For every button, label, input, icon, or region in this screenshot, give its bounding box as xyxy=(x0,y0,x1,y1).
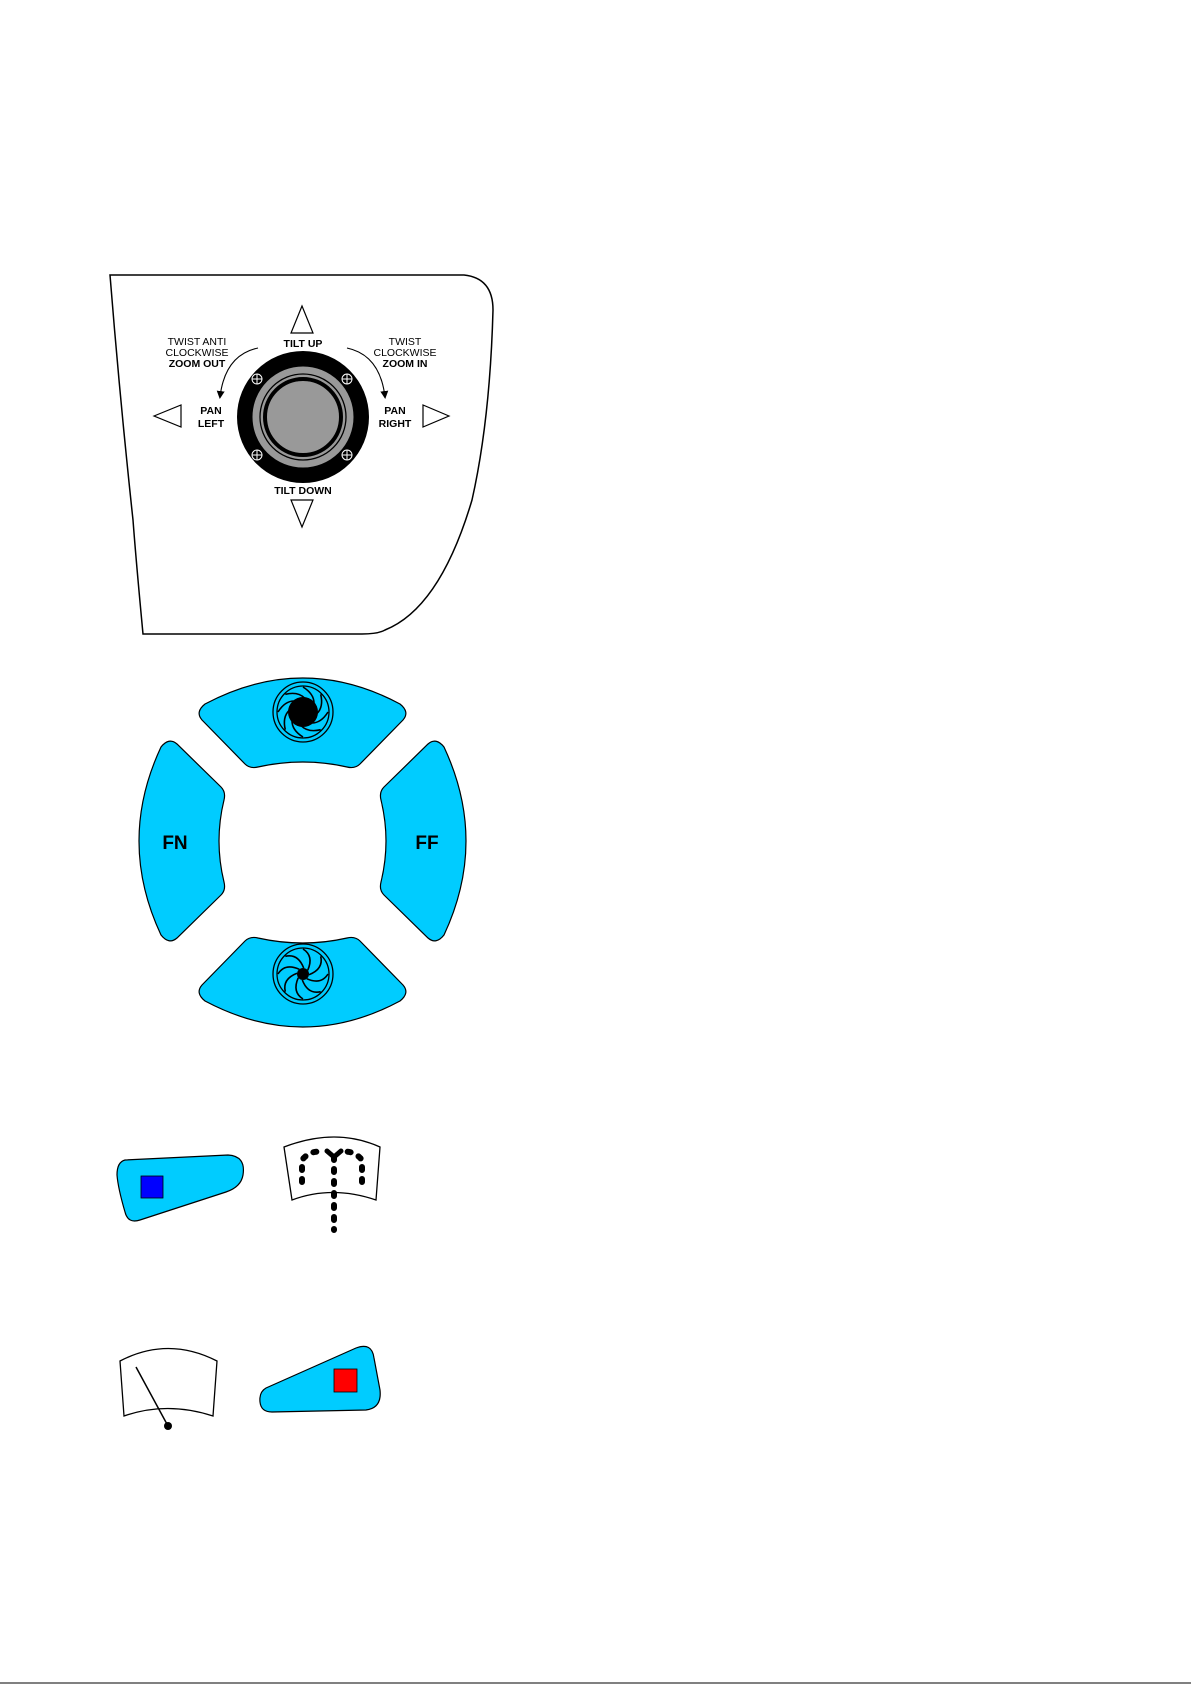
pan-left-label-line2: LEFT xyxy=(198,418,225,430)
tilt-down-label: TILT DOWN xyxy=(274,485,332,497)
wiper-off-button[interactable] xyxy=(117,1155,243,1221)
red-square-icon xyxy=(334,1369,357,1392)
wiper-on-button[interactable] xyxy=(260,1346,380,1412)
pan-right-label-line1: PAN xyxy=(384,405,405,417)
screw-icon-bottom-left xyxy=(252,450,262,460)
focus-pad: FN FF xyxy=(139,678,466,1027)
zoom-out-label-line3: ZOOM OUT xyxy=(169,358,226,370)
joystick-panel: TILT UP TILT DOWN PAN LEFT PAN RIGHT TWI… xyxy=(110,275,493,634)
wiper-meter-icon xyxy=(120,1349,217,1431)
pan-right-label-line2: RIGHT xyxy=(379,418,412,430)
bottom-controls xyxy=(117,1137,380,1430)
screw-icon-top-left xyxy=(252,374,262,384)
focus-near-label: FN xyxy=(162,833,187,854)
wiper-spray-icon xyxy=(284,1137,380,1230)
blue-square-icon xyxy=(141,1176,163,1198)
focus-far-label: FF xyxy=(415,833,438,854)
joystick-knob-icon[interactable] xyxy=(237,351,369,483)
screw-icon-bottom-right xyxy=(342,450,352,460)
screw-icon-top-right xyxy=(342,374,352,384)
zoom-in-label-line3: ZOOM IN xyxy=(383,358,428,370)
pan-left-label-line1: PAN xyxy=(200,405,221,417)
tilt-up-label: TILT UP xyxy=(284,338,323,350)
